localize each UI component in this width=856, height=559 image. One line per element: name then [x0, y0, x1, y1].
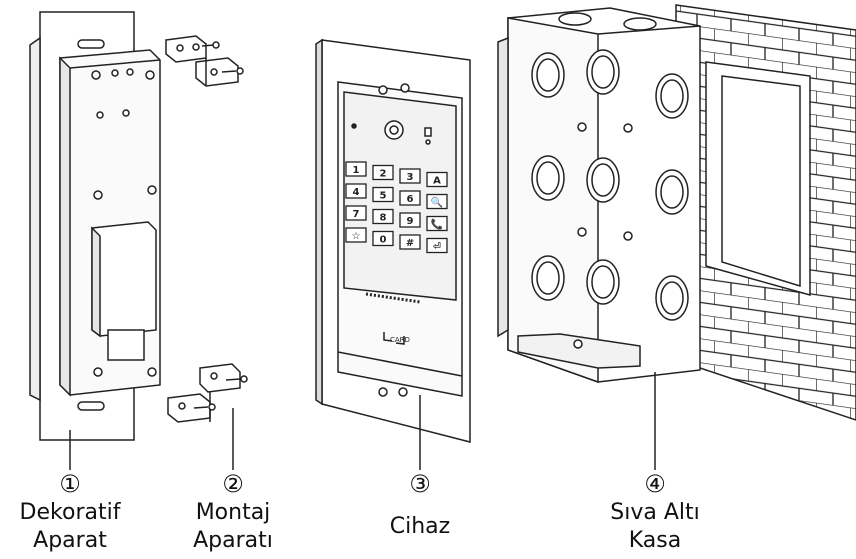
keypad: 1 2 3 A 4 5 6 🔍 7 8 9 📞 ☆ 0 # ⏎	[345, 161, 448, 254]
keypad-key-label: ⏎	[433, 242, 441, 253]
component-1-name-line2: Aparat	[33, 528, 107, 553]
component-4-number: ④	[644, 470, 666, 498]
keypad-key: ☆	[345, 227, 367, 243]
keypad-key: 6	[399, 190, 421, 206]
keypad-key-label: 🔍	[431, 196, 443, 209]
component-2-name-line1: Montaj	[195, 500, 271, 525]
keypad-key-label: 3	[407, 172, 414, 183]
keypad-key-label: 1	[353, 165, 360, 176]
mounting-bracket-top	[165, 35, 244, 87]
keypad-key: A	[426, 171, 448, 188]
leader-lines	[69, 372, 656, 470]
keypad-key-label: 4	[353, 187, 360, 198]
keypad-key: 3	[399, 168, 421, 184]
keypad-key: 4	[345, 183, 367, 199]
keypad-key: 2	[372, 164, 394, 181]
component-3-number: ③	[409, 470, 431, 498]
keypad-key: 🔍	[426, 193, 448, 210]
keypad-key: 📞	[426, 215, 448, 232]
flush-mount-box	[497, 7, 701, 384]
component-4-name-line1: Sıva Altı	[610, 500, 700, 525]
component-1-name-line1: Dekoratif	[19, 500, 121, 525]
keypad-key-label: 7	[353, 209, 360, 220]
component-1-number: ①	[59, 470, 81, 498]
keypad-key-label: 6	[407, 194, 414, 205]
component-2-number: ②	[222, 470, 244, 498]
keypad-key-label: 8	[380, 213, 387, 224]
keypad-key: 9	[399, 212, 421, 228]
keypad-key-label: 📞	[431, 218, 444, 231]
keypad-key: 7	[345, 205, 367, 221]
mounting-bracket-bottom	[167, 363, 248, 423]
decorative-plate	[29, 11, 161, 441]
keypad-key: 5	[372, 186, 394, 203]
keypad-key-label: #	[406, 238, 414, 249]
keypad-key-label: 2	[380, 169, 387, 180]
wall	[675, 4, 856, 421]
keypad-key-label: ☆	[352, 231, 361, 242]
component-3-name-line1: Cihaz	[389, 514, 451, 539]
component-4-name-line2: Kasa	[628, 528, 682, 553]
component-2-name-line2: Aparatı	[193, 528, 273, 553]
keypad-key: 1	[345, 161, 367, 177]
keypad-key: ⏎	[426, 237, 448, 254]
keypad-key: 8	[372, 208, 394, 225]
keypad-key-label: 5	[380, 191, 387, 202]
keypad-key-label: 0	[380, 235, 387, 246]
card-reader-label: CARD	[390, 336, 410, 344]
keypad-key-label: A	[433, 176, 441, 187]
keypad-key: #	[399, 234, 421, 250]
keypad-key: 0	[372, 230, 394, 247]
keypad-key-label: 9	[407, 216, 414, 227]
